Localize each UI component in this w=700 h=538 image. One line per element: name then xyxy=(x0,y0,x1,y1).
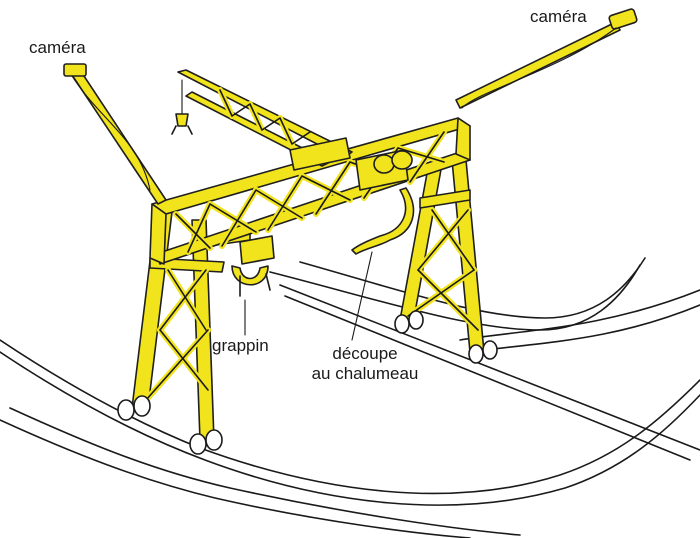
ground-rails xyxy=(0,257,700,538)
right-leg xyxy=(399,159,485,353)
camera-left-label: caméra xyxy=(29,38,86,57)
decoupe-label-line1: découpe xyxy=(332,344,398,363)
leader-lines xyxy=(244,251,373,341)
torch-unit xyxy=(351,149,415,255)
wheels xyxy=(117,310,498,455)
grappin-label: grappin xyxy=(212,336,269,355)
decoupe-label-line2: au chalumeau xyxy=(311,364,419,383)
jib-crane xyxy=(171,69,353,171)
gripper-trolley xyxy=(231,235,275,297)
camera-masts xyxy=(63,8,638,205)
camera-right-label: caméra xyxy=(530,7,587,26)
